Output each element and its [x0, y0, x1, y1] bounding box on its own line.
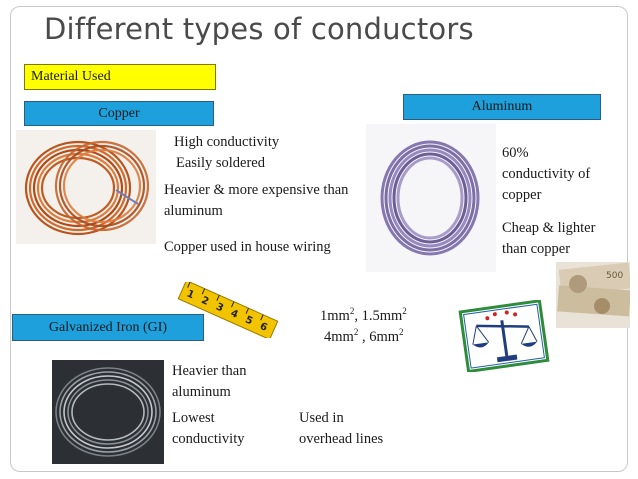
copper-heavier-line2: aluminum [164, 203, 223, 219]
size-4mm-sup: 2 [353, 327, 359, 338]
copper-house-wiring: Copper used in house wiring [164, 239, 331, 255]
gi-lowest-line1: Lowest [172, 410, 215, 426]
svg-text:500: 500 [606, 271, 623, 281]
copper-label: Copper [24, 101, 214, 126]
copper-easily-soldered: Easily soldered [176, 155, 265, 171]
aluminum-cheap-line2: than copper [502, 241, 571, 257]
slide-title: Different types of conductors [44, 12, 474, 46]
ruler-tick [245, 307, 249, 314]
gi-label: Galvanized Iron (GI) [12, 314, 204, 341]
size-1-5mm-sup: 2 [402, 306, 407, 317]
currency-notes-image: 500 [556, 262, 630, 328]
aluminum-conductivity-of: conductivity of [502, 166, 591, 182]
ruler-tick [230, 301, 235, 308]
wire-sizes-line1: 1mm2, 1.5mm2 [320, 306, 407, 326]
copper-high-conductivity: High conductivity [174, 134, 280, 150]
aluminum-coil-image [366, 124, 496, 272]
gi-heavier-line1: Heavier than [172, 363, 247, 379]
size-6mm-sup: 2 [399, 327, 404, 338]
slide-frame [10, 6, 628, 472]
ruler-digit: 4 [229, 308, 240, 321]
ruler-digit: 1 [185, 288, 196, 301]
size-4mm: 4mm [324, 329, 354, 345]
material-used-label: Material Used [24, 64, 216, 90]
gi-lowest-line2: conductivity [172, 431, 245, 447]
material-used-text: Material Used [31, 69, 111, 84]
gi-heavier-line2: aluminum [172, 384, 231, 400]
ruler-tick [201, 288, 206, 295]
aluminum-cheap-line1: Cheap & lighter [502, 220, 596, 236]
size-1-5mm: , 1.5mm [354, 308, 403, 324]
ruler-tick [187, 282, 191, 288]
ruler-digit: 5 [243, 314, 254, 327]
aluminum-pct: 60% [502, 145, 529, 161]
aluminum-copper-word: copper [502, 187, 542, 203]
ruler-digit: 6 [258, 321, 269, 334]
copper-label-text: Copper [98, 105, 140, 121]
copper-heavier-line1: Heavier & more expensive than [164, 182, 349, 198]
ruler-tick [260, 314, 264, 321]
gi-used-line2: overhead lines [299, 431, 384, 447]
ruler-digit: 3 [214, 301, 225, 314]
gi-coil-image [52, 360, 164, 464]
aluminum-label-text: Aluminum [471, 99, 533, 114]
ruler-digit: 2 [200, 295, 211, 308]
size-1mm: 1mm [320, 308, 350, 324]
aluminum-label: Aluminum [403, 94, 601, 120]
wire-sizes-line2: 4mm2 , 6mm2 [324, 327, 404, 347]
balance-scale-image [458, 300, 550, 372]
size-1mm-sup: 2 [349, 306, 355, 317]
copper-coil-image [16, 130, 156, 244]
ruler-tick [216, 294, 220, 301]
gi-used-line1: Used in [299, 410, 344, 426]
size-6mm: , 6mm [358, 329, 399, 345]
gi-label-text: Galvanized Iron (GI) [48, 319, 168, 335]
